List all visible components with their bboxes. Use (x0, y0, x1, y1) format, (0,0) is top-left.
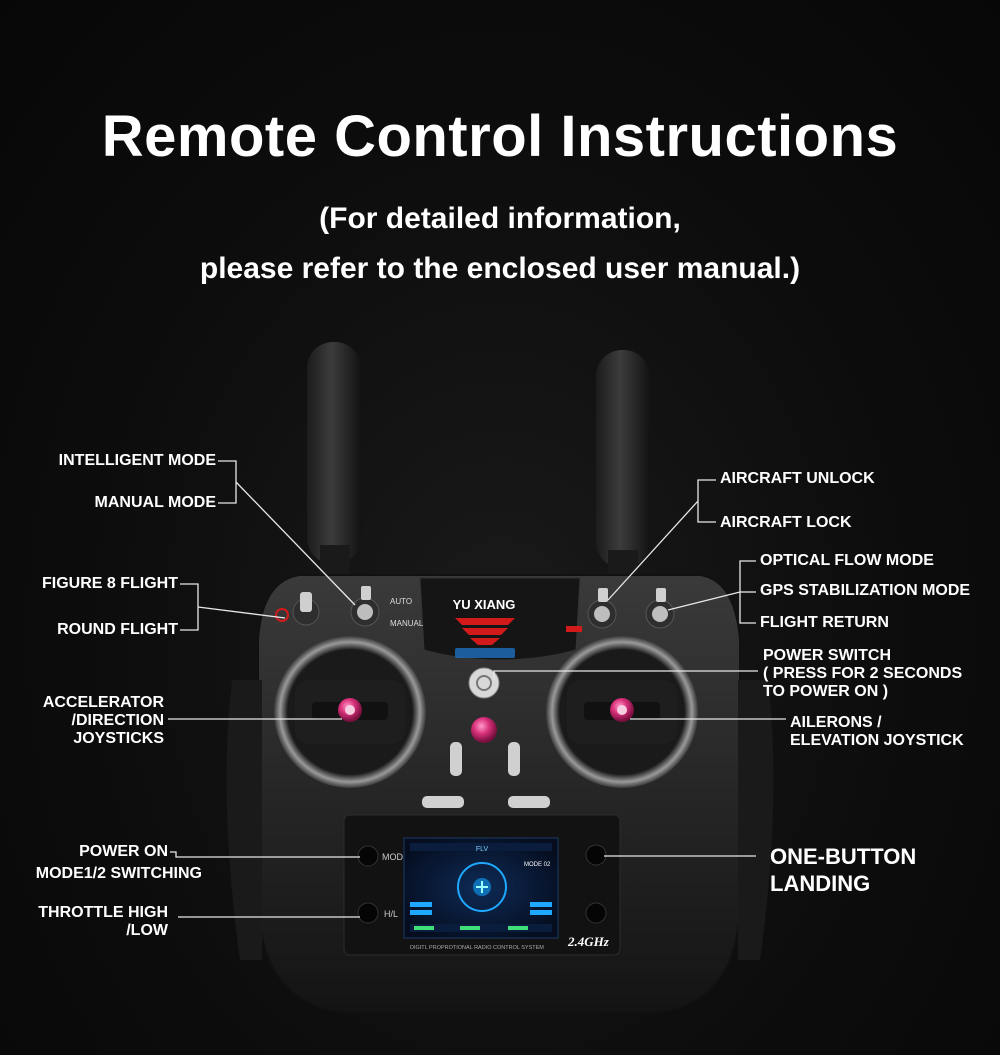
one-button-landing-button[interactable] (585, 844, 607, 866)
label-power-switch-line3: TO POWER ON ) (763, 683, 889, 700)
right-joystick[interactable] (546, 636, 698, 788)
label-aircraft-lock: AIRCRAFT LOCK (720, 514, 852, 531)
lcd-screen: FLV MODE 02 (403, 837, 559, 939)
page-title: Remote Control Instructions (101, 104, 899, 169)
label-accelerator-line2: /DIRECTION (71, 712, 164, 729)
power-switch-button[interactable] (468, 667, 500, 699)
label-ailerons-line2: ELEVATION JOYSTICK (790, 732, 964, 749)
left-antenna (307, 342, 361, 585)
label-power-switch-line2: ( PRESS FOR 2 SECONDS (763, 665, 963, 682)
svg-text:MODE 02: MODE 02 (524, 862, 551, 868)
left-joystick[interactable] (274, 636, 426, 788)
svg-text:MANUAL: MANUAL (390, 619, 424, 628)
label-intelligent-mode: INTELLIGENT MODE (58, 452, 216, 469)
svg-text:AUTO: AUTO (390, 597, 412, 606)
brand-name: YU XIANG (453, 597, 516, 612)
right-antenna (596, 350, 650, 590)
label-flight-return: FLIGHT RETURN (760, 614, 889, 631)
label-accelerator-line3: JOYSTICKS (73, 730, 164, 747)
label-figure8-flight: FIGURE 8 FLIGHT (42, 575, 178, 592)
label-power-on: POWER ON (79, 843, 168, 860)
trim-buttons[interactable] (422, 742, 550, 808)
label-throttle-line1: THROTTLE HIGH (38, 904, 168, 921)
label-throttle-line2: /LOW (126, 922, 168, 939)
auto-manual-switch[interactable]: AUTO MANUAL (350, 586, 424, 628)
center-knob[interactable] (471, 717, 497, 743)
leader-lines (168, 460, 786, 918)
right-lower-button[interactable] (585, 902, 607, 924)
hl-button[interactable]: H/L (357, 902, 398, 924)
label-power-switch-line1: POWER SWITCH (763, 647, 891, 664)
footer-system-text: DIGITL PROPROTIONAL RADIO CONTROL SYSTEM (410, 945, 544, 951)
page-subtitle-line2: please refer to the enclosed user manual… (199, 252, 801, 285)
label-one-button-line1: ONE-BUTTON (770, 844, 917, 869)
svg-text:H/L: H/L (384, 909, 398, 919)
page-subtitle-line1: (For detailed information, (319, 202, 681, 235)
frequency-label: 2.4GHz (567, 934, 610, 949)
svg-text:MODE: MODE (382, 852, 409, 862)
figure8-round-switch[interactable] (275, 592, 320, 626)
label-round-flight: ROUND FLIGHT (57, 621, 178, 638)
label-optical-flow-mode: OPTICAL FLOW MODE (760, 552, 934, 569)
mode-button[interactable]: MODE (357, 845, 409, 867)
label-manual-mode: MANUAL MODE (94, 494, 216, 511)
label-aircraft-unlock: AIRCRAFT UNLOCK (720, 470, 875, 487)
label-ailerons-line1: AILERONS / (790, 714, 882, 731)
label-one-button-line2: LANDING (770, 871, 871, 896)
label-mode-switching: MODE1/2 SWITCHING (35, 865, 202, 882)
brand-logo-icon (455, 618, 515, 645)
svg-text:FLV: FLV (476, 846, 489, 853)
label-accelerator-line1: ACCELERATOR (42, 694, 164, 711)
flight-mode-switch[interactable] (645, 588, 675, 629)
lock-unlock-switch[interactable] (566, 588, 617, 632)
label-gps-stabilization-mode: GPS STABILIZATION MODE (760, 582, 971, 599)
